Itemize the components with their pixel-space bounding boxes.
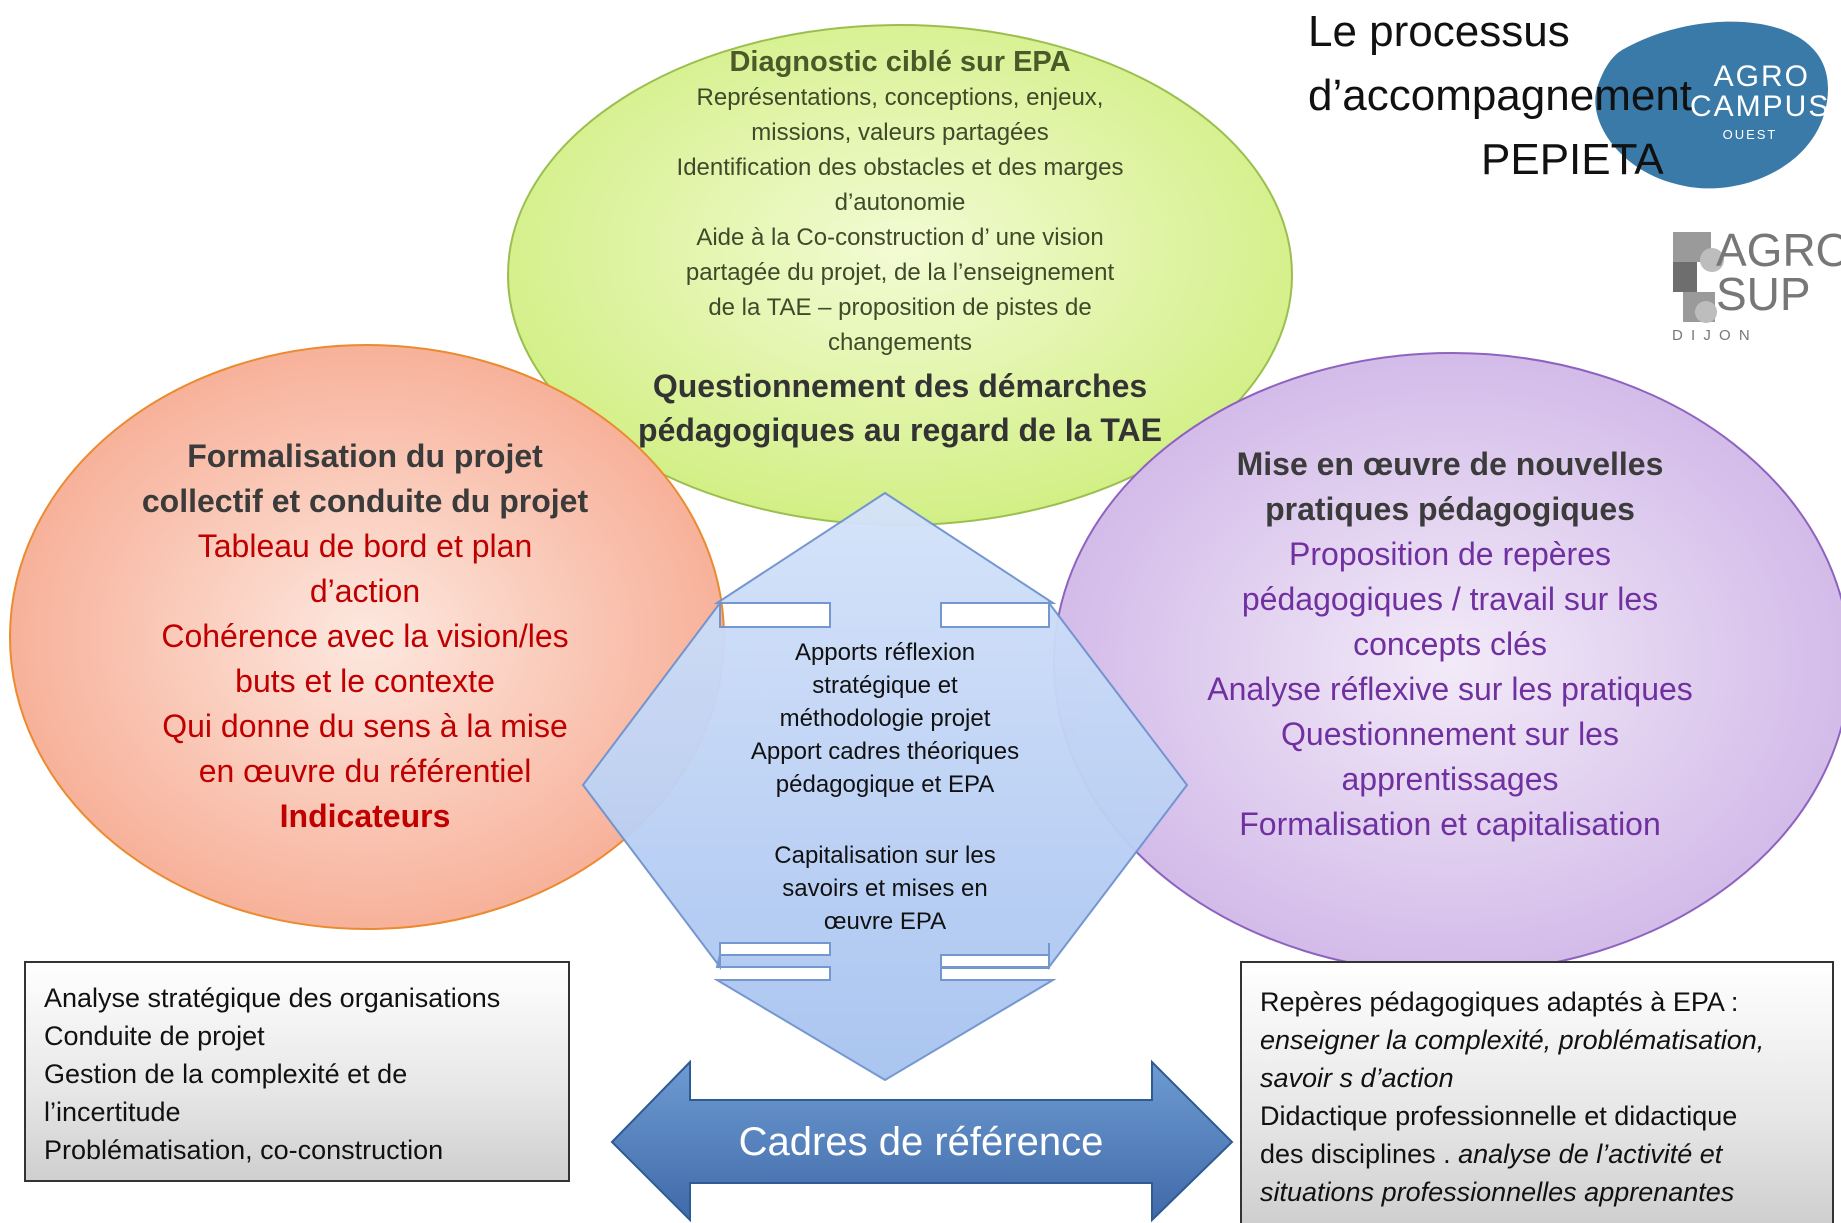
right-box-line: situations professionnelles apprenantes (1260, 1177, 1735, 1207)
center-line: stratégique et (812, 672, 958, 699)
center-line: pédagogique et EPA (775, 771, 995, 798)
center-line: savoirs et mises en (782, 875, 988, 902)
left-box-line: Problématisation, co-construction (44, 1135, 444, 1165)
left-line: Tableau de bord et plan (197, 528, 533, 564)
right-ellipse-text: Mise en œuvre de nouvelles pratiques péd… (1170, 442, 1730, 847)
agrosup-logo-line1: AGRO (1716, 224, 1841, 276)
center-line: Apport cadres théoriques (750, 738, 1020, 765)
right-line: Analyse réflexive sur les pratiques (1207, 671, 1693, 707)
right-line: concepts clés (1353, 626, 1547, 662)
top-line: missions, valeurs partagées (751, 119, 1049, 146)
right-box-line: Didactique professionnelle et didactique (1260, 1101, 1738, 1131)
agrocampus-logo-shape (1595, 21, 1829, 189)
center-line: méthodologie projet (779, 705, 991, 732)
left-ellipse-text: Formalisation du projet collectif et con… (95, 434, 635, 839)
right-heading: pratiques pédagogiques (1265, 491, 1635, 527)
top-question: pédagogiques au regard de la TAE (638, 412, 1162, 448)
agrocampus-logo-line3: OUEST (1722, 127, 1778, 142)
top-heading: Diagnostic ciblé sur EPA (729, 46, 1071, 78)
title-line-1: Le processus (1308, 7, 1570, 56)
agrosup-logo: AGRO SUP (1716, 224, 1841, 320)
agrosup-logo-mark (1673, 232, 1724, 323)
right-box-line: Repères pédagogiques adaptés à EPA : (1260, 987, 1739, 1017)
left-line: d’action (309, 573, 421, 609)
left-line: en œuvre du référentiel (198, 753, 532, 789)
center-line: Apports réflexion (794, 639, 976, 666)
left-box-line: Analyse stratégique des organisations (44, 983, 501, 1013)
right-heading: Mise en œuvre de nouvelles (1236, 446, 1664, 482)
agrosup-logo-line2: SUP (1716, 268, 1811, 320)
agrocampus-logo-line1: AGRO (1713, 60, 1810, 93)
left-heading: Formalisation du projet (187, 438, 543, 474)
left-box-line: l’incertitude (44, 1097, 181, 1127)
page-title: Le processus d’accompagnement PEPIETA (1308, 0, 1692, 192)
right-box-line: enseigner la complexité, problématisatio… (1260, 1025, 1765, 1055)
left-reference-box: Analyse stratégique des organisations Co… (24, 961, 570, 1182)
title-line-2: d’accompagnement (1308, 71, 1693, 120)
center-line: Capitalisation sur les (774, 842, 996, 869)
top-question: Questionnement des démarches (652, 368, 1148, 404)
agrocampus-logo: AGRO CAMPUS OUEST (1690, 60, 1831, 148)
bottom-double-arrow (610, 1059, 1234, 1223)
right-box-line: des disciplines . analyse de l’activité … (1260, 1135, 1814, 1173)
left-line: buts et le contexte (235, 663, 495, 699)
top-line: d’autonomie (834, 189, 966, 216)
center-four-way-arrow (581, 491, 1189, 1082)
right-box-line5-italic: analyse de l’activité et (1458, 1139, 1723, 1169)
agrocampus-logo-line2: CAMPUS (1690, 90, 1831, 123)
top-ellipse-text: Diagnostic ciblé sur EPA Représentations… (600, 44, 1200, 452)
left-indicators: Indicateurs (279, 798, 451, 834)
left-box-line: Conduite de projet (44, 1021, 265, 1051)
right-line: Proposition de repères (1289, 536, 1611, 572)
top-line: partagée du projet, de la l’enseignement (685, 259, 1115, 286)
left-line: Qui donne du sens à la mise (162, 708, 568, 744)
right-box-line5-normal: des disciplines . (1260, 1139, 1459, 1169)
right-line: Formalisation et capitalisation (1239, 806, 1661, 842)
agrosup-logo-line3: D I J O N (1672, 327, 1752, 344)
top-line: Identification des obstacles et des marg… (676, 154, 1124, 181)
top-line: Représentations, conceptions, enjeux, (696, 84, 1104, 111)
bottom-arrow-label: Cadres de référence (738, 1120, 1104, 1164)
right-line: apprentissages (1341, 761, 1559, 797)
right-reference-box: Repères pédagogiques adaptés à EPA : ens… (1240, 961, 1834, 1223)
left-box-line: Gestion de la complexité et de (44, 1059, 408, 1089)
right-line: pédagogiques / travail sur les (1241, 581, 1659, 617)
top-line: Aide à la Co-construction d’ une vision (696, 224, 1104, 251)
right-box-line: savoir s d’action (1260, 1063, 1454, 1093)
title-line-3: PEPIETA (1481, 135, 1664, 184)
left-line: Cohérence avec la vision/les (161, 618, 569, 654)
left-heading: collectif et conduite du projet (141, 483, 589, 519)
top-line: de la TAE – proposition de pistes de (708, 294, 1092, 321)
center-line: œuvre EPA (823, 908, 947, 935)
center-text-block-1: Apports réflexion stratégique et méthodo… (720, 636, 1050, 801)
center-text-block-2: Capitalisation sur les savoirs et mises … (720, 839, 1050, 938)
right-line: Questionnement sur les (1281, 716, 1619, 752)
top-line: changements (827, 329, 973, 356)
